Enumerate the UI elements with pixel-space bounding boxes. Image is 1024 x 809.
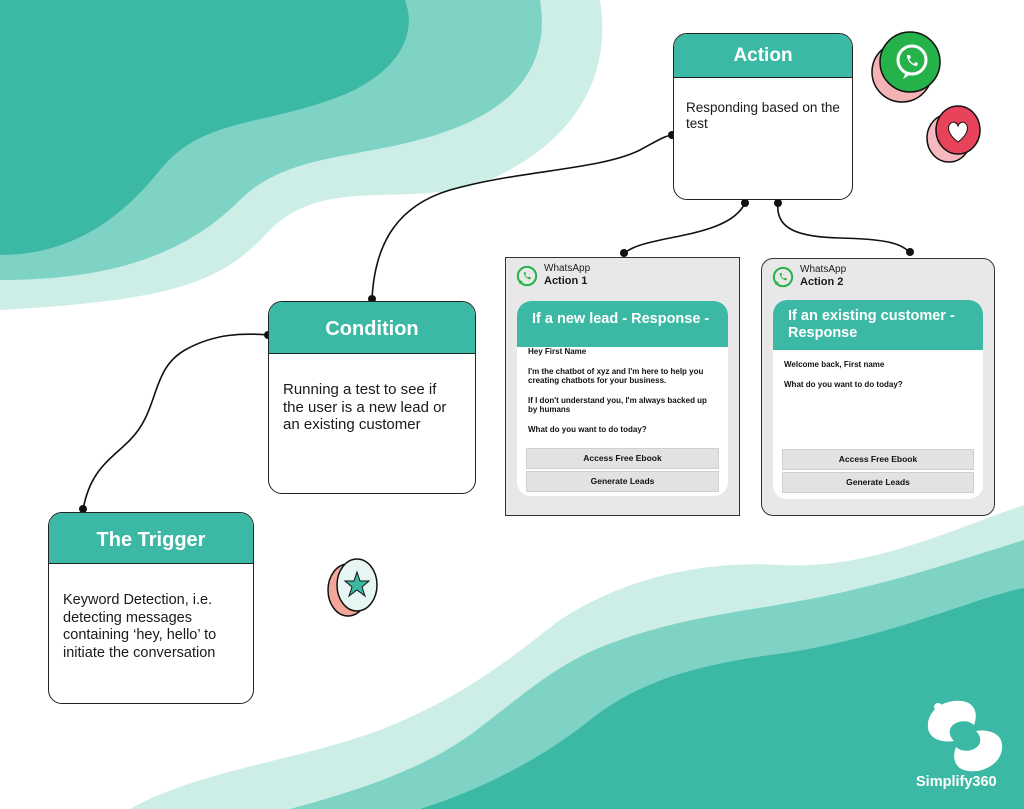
condition-card: Condition Running a test to see if the u… [268, 301, 476, 494]
action-description: Responding based on the test [686, 100, 840, 131]
heart-icon [926, 105, 981, 163]
action-title: Action [674, 34, 852, 78]
whatsapp-action-1-panel: WhatsApp Action 1 If a new lead - Respon… [505, 257, 740, 516]
message-line: Welcome back, First name [784, 360, 885, 369]
message-line: I'm the chatbot of xyz and I'm here to h… [528, 366, 704, 386]
generate-leads-button[interactable]: Generate Leads [782, 472, 974, 493]
connector-condition-action [371, 134, 673, 300]
message-bubble: If an existing customer - Response Welco… [773, 300, 983, 499]
condition-description: Running a test to see if the user is a n… [283, 381, 447, 433]
generate-leads-button[interactable]: Generate Leads [526, 471, 719, 492]
message-body: Welcome back, First name What do you wan… [773, 350, 983, 389]
brand-name: Simplify360 [916, 774, 997, 790]
connector-dot [906, 248, 914, 256]
connector-dot [774, 199, 782, 207]
connector-dot [79, 505, 87, 513]
message-bubble: If a new lead - Response - Hey First Nam… [517, 301, 728, 496]
simplify360-logo-icon [927, 700, 1003, 772]
whatsapp-icon [871, 31, 941, 103]
message-line: Hey First Name [528, 347, 587, 356]
action-2-label: Action 2 [800, 276, 844, 288]
message-header: If an existing customer - Response [773, 300, 983, 350]
connector-action-phone2 [777, 202, 910, 253]
message-header: If a new lead - Response - [517, 301, 728, 347]
whatsapp-app-label: WhatsApp [800, 264, 847, 275]
action-card: Action Responding based on the test [673, 33, 853, 200]
whatsapp-app-label: WhatsApp [544, 263, 591, 274]
trigger-description: Keyword Detection, i.e. detecting messag… [63, 592, 217, 661]
connector-dot [741, 199, 749, 207]
connector-trigger-condition [82, 333, 269, 511]
connector-dot [620, 249, 628, 257]
wave-top-dark [0, 0, 409, 255]
whatsapp-icon [516, 265, 538, 287]
condition-title: Condition [269, 302, 475, 354]
star-icon [327, 558, 378, 617]
whatsapp-action-2-panel: WhatsApp Action 2 If an existing custome… [761, 258, 995, 516]
wave-bottom-dark [420, 588, 1024, 809]
action-1-label: Action 1 [544, 275, 588, 287]
trigger-title: The Trigger [49, 513, 253, 564]
message-line: If I don't understand you, I'm always ba… [528, 395, 707, 415]
message-body: Hey First Name I'm the chatbot of xyz an… [517, 347, 728, 434]
access-free-ebook-button[interactable]: Access Free Ebook [782, 449, 974, 470]
message-line: What do you want to do today? [784, 379, 903, 389]
message-line: What do you want to do today? [528, 424, 647, 434]
access-free-ebook-button[interactable]: Access Free Ebook [526, 448, 719, 469]
trigger-card: The Trigger Keyword Detection, i.e. dete… [48, 512, 254, 704]
connector-action-phone1 [623, 202, 746, 255]
whatsapp-icon [772, 266, 794, 288]
